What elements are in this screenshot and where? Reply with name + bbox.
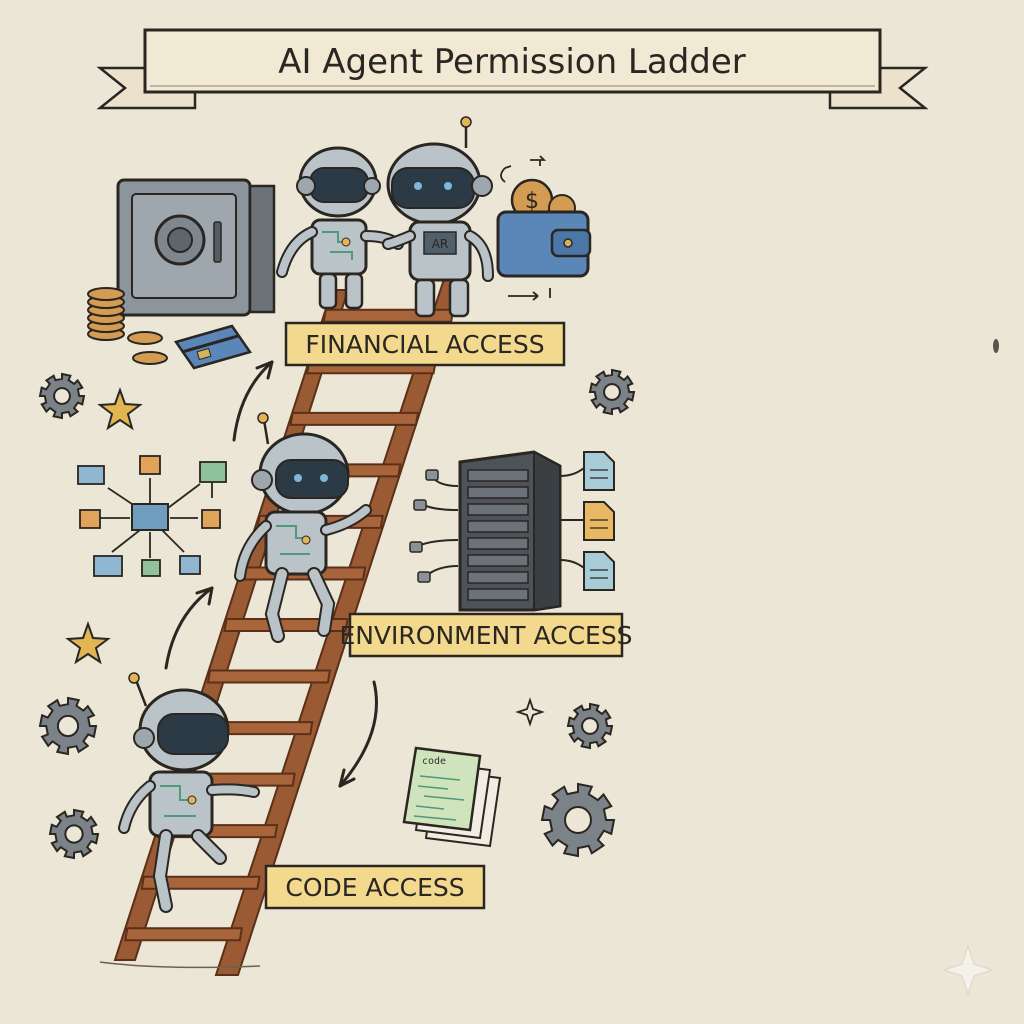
server-slot	[467, 486, 529, 499]
paper-speck	[993, 339, 999, 353]
server-slot	[467, 588, 529, 601]
server-slot	[467, 571, 529, 584]
server-rack-icon	[409, 450, 585, 612]
coin-stack-icon	[87, 287, 168, 365]
level-label-financial: FINANCIAL ACCESS	[284, 321, 566, 367]
document-icon	[583, 451, 615, 591]
ladder-rung	[289, 411, 420, 426]
wallet-icon: $	[496, 155, 592, 301]
network-diagram-icon	[77, 455, 227, 577]
server-slot	[467, 537, 529, 550]
gear-hole	[564, 806, 592, 834]
level-label-text: ENVIRONMENT ACCESS	[339, 621, 632, 650]
sparkle-icon	[515, 697, 994, 996]
level-label-environment: ENVIRONMENT ACCESS	[339, 612, 633, 658]
server-slot	[467, 469, 529, 482]
robot-agent-top-right: AR	[382, 116, 494, 318]
star-icon	[65, 387, 143, 665]
gear-hole	[53, 387, 71, 405]
code-document-title: code	[422, 756, 446, 767]
coin-symbol: $	[525, 189, 539, 214]
ladder-rung	[206, 669, 332, 684]
robot-agent-top-left	[276, 146, 404, 310]
gear-hole	[56, 714, 80, 738]
safe-icon	[116, 178, 276, 317]
server-slot	[467, 503, 529, 516]
ladder-rung	[223, 618, 349, 632]
ground-line	[99, 961, 261, 969]
gear-hole	[603, 383, 621, 401]
arrow-icon	[164, 360, 378, 788]
gear-icon-cluster	[38, 368, 636, 860]
server-slot	[467, 520, 529, 533]
ladder-rung	[124, 927, 243, 942]
robot-agent-middle	[234, 412, 372, 643]
credit-card-icon	[173, 324, 253, 370]
level-label-text: FINANCIAL ACCESS	[305, 330, 544, 359]
page-title: AI Agent Permission Ladder	[278, 42, 746, 82]
title-banner: AI Agent Permission Ladder	[96, 28, 929, 110]
robot-agent-bottom	[118, 672, 260, 913]
level-label-text: CODE ACCESS	[285, 873, 464, 902]
robot-chest-badge: AR	[432, 237, 449, 251]
code-document-icon: code	[402, 746, 502, 848]
level-label-code: CODE ACCESS	[264, 864, 486, 910]
ladder-rung	[140, 875, 261, 890]
gear-hole	[581, 717, 599, 735]
server-slot	[467, 554, 529, 567]
gear-hole	[64, 824, 84, 844]
